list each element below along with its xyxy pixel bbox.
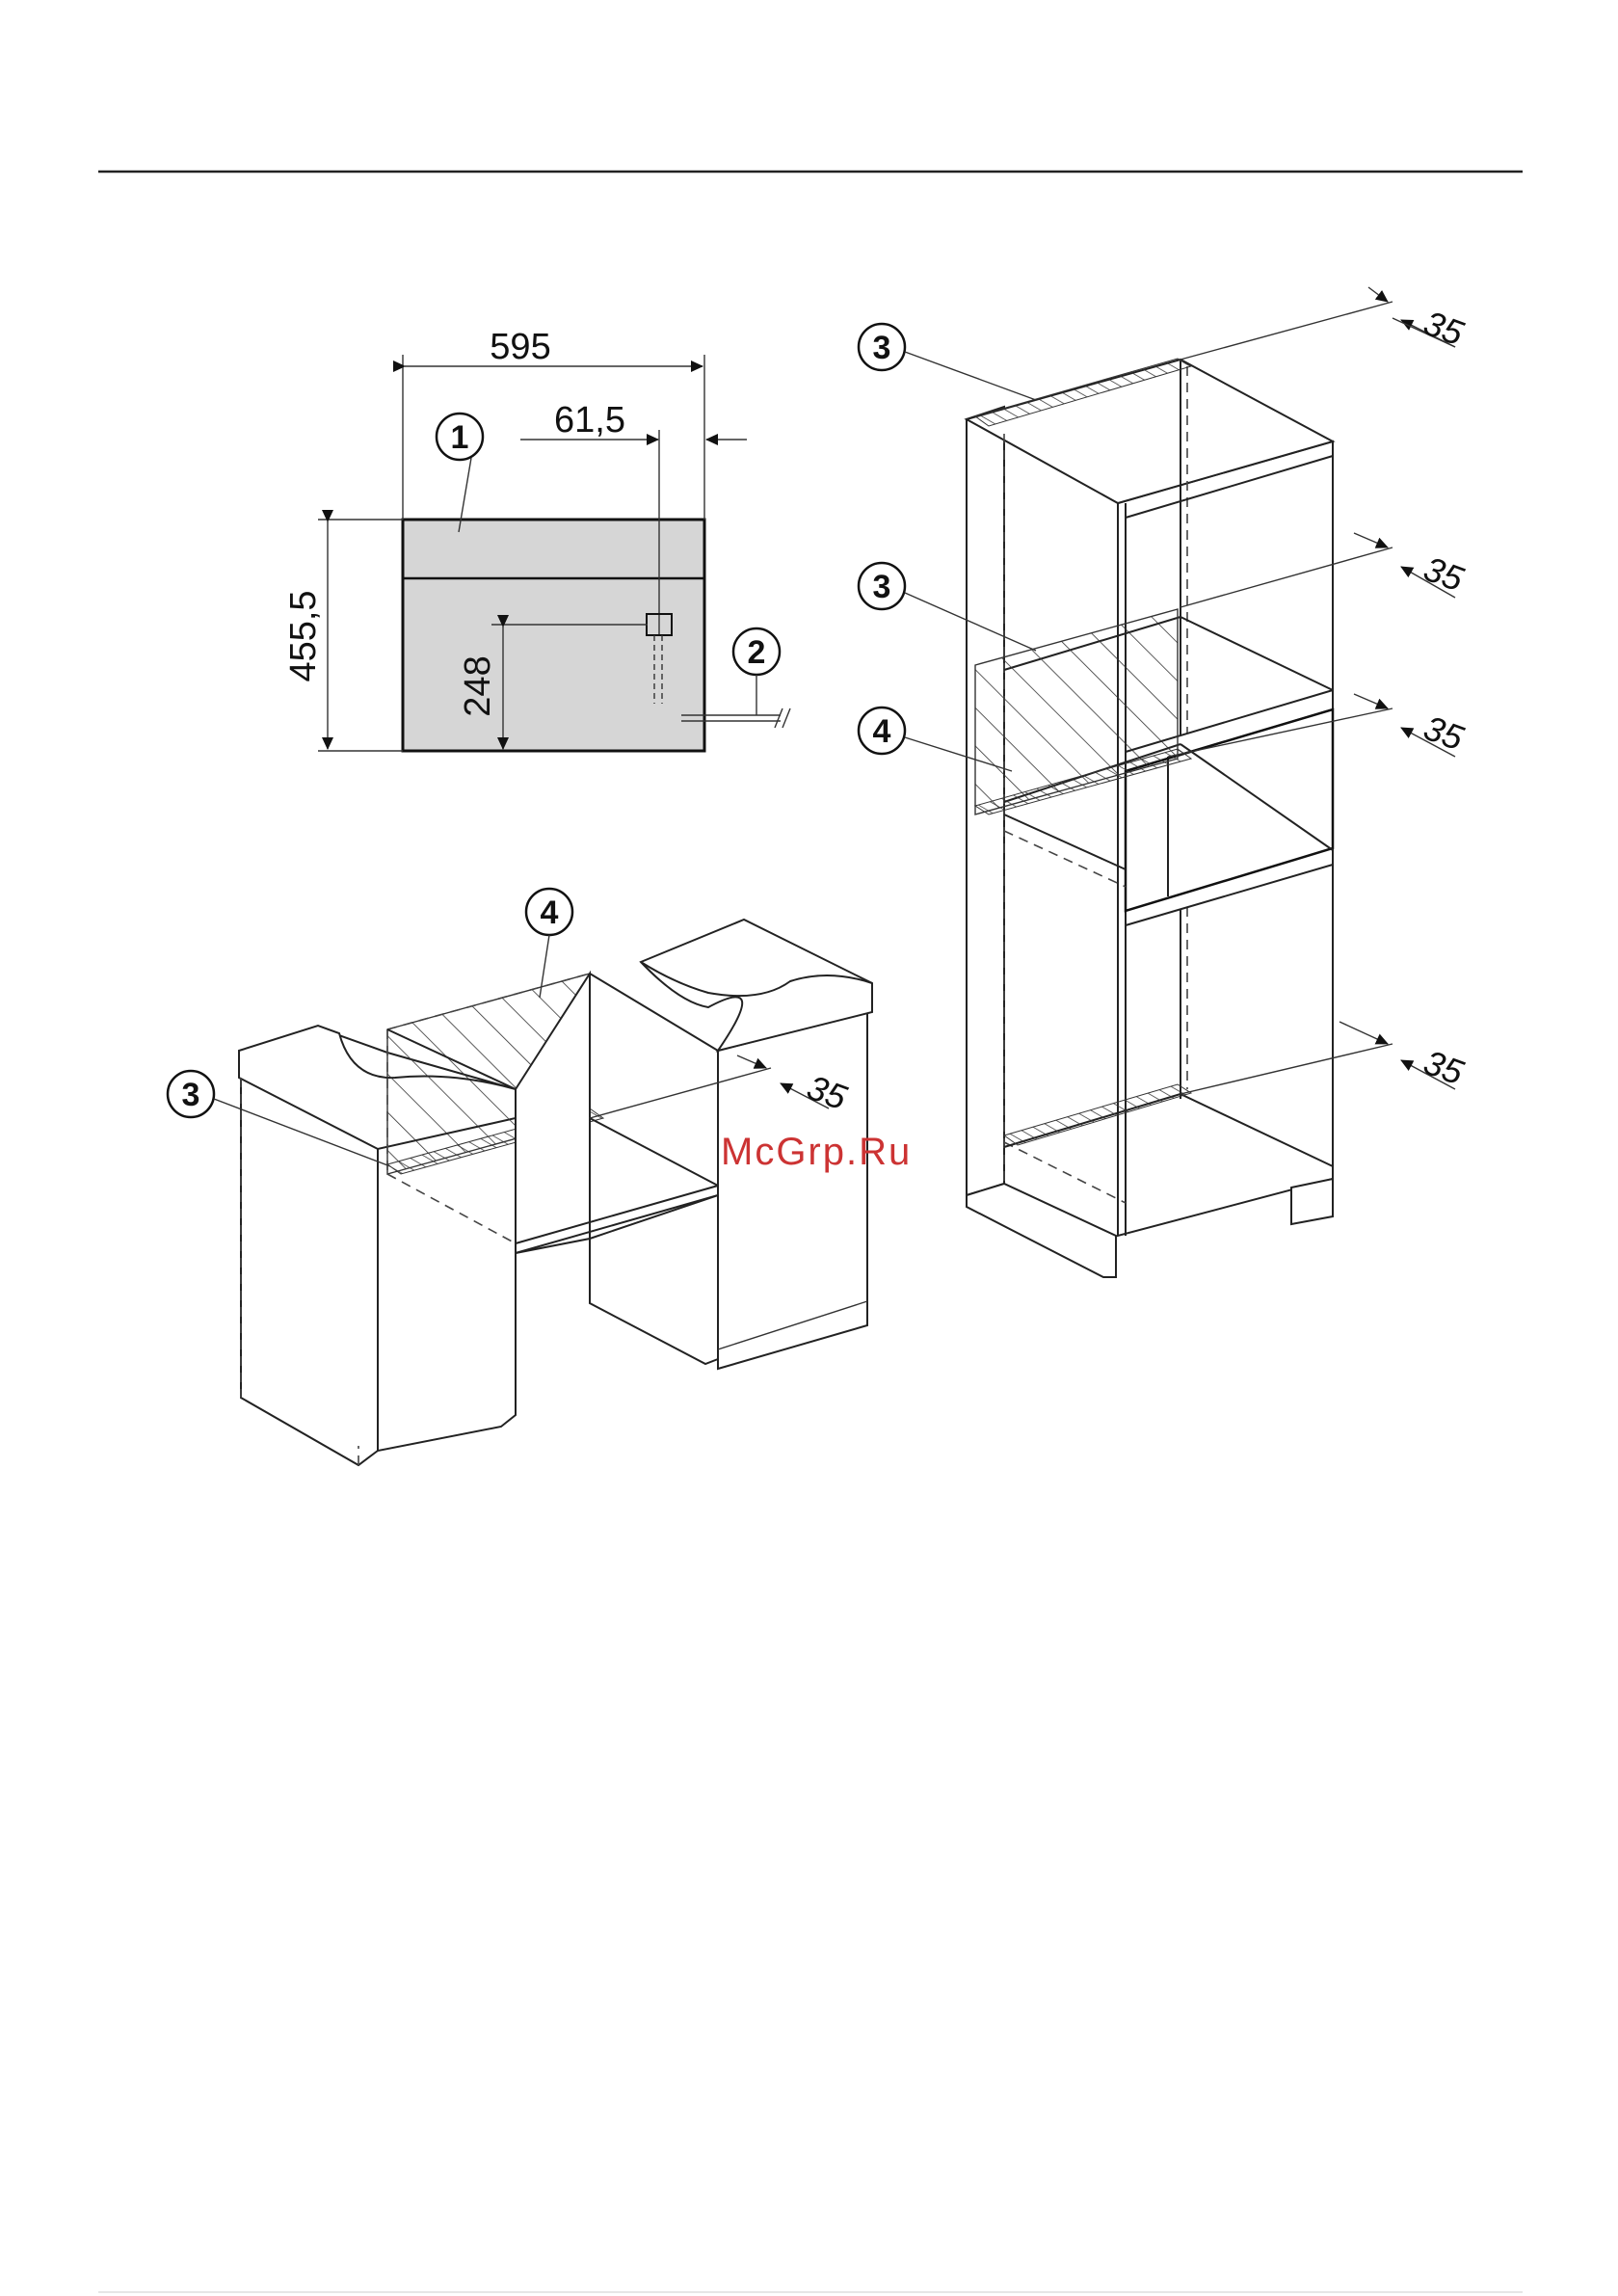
svg-text:3: 3 bbox=[873, 569, 891, 605]
svg-text:4: 4 bbox=[541, 894, 559, 931]
vent-dimension-top: 35 bbox=[1180, 287, 1470, 360]
svg-text:3: 3 bbox=[182, 1077, 200, 1113]
watermark: McGrp.Ru bbox=[721, 1131, 912, 1173]
base-cabinets bbox=[239, 920, 872, 1465]
callout-2: 2 bbox=[733, 628, 780, 715]
vent-gap-label-bottom: 35 bbox=[1419, 1042, 1470, 1093]
height-label: 455,5 bbox=[283, 590, 324, 681]
svg-text:3: 3 bbox=[873, 330, 891, 366]
connection-height-label: 248 bbox=[458, 655, 498, 716]
svg-text:1: 1 bbox=[451, 419, 469, 456]
vent-gap-label-middle: 35 bbox=[1419, 707, 1470, 759]
svg-text:4: 4 bbox=[873, 713, 891, 750]
vent-gap-label-upper: 35 bbox=[1419, 548, 1470, 600]
callout-1: 1 bbox=[437, 414, 483, 532]
width-label: 595 bbox=[490, 327, 550, 367]
callout-3-top: 3 bbox=[859, 324, 1036, 400]
callout-3-middle: 3 bbox=[859, 563, 1036, 651]
svg-text:2: 2 bbox=[748, 634, 766, 671]
offset-label: 61,5 bbox=[554, 400, 625, 441]
appliance-front-view: 595 61,5 455,5 248 bbox=[283, 327, 790, 751]
tall-cabinet bbox=[967, 359, 1333, 1277]
vent-gap-label-top: 35 bbox=[1419, 303, 1470, 354]
